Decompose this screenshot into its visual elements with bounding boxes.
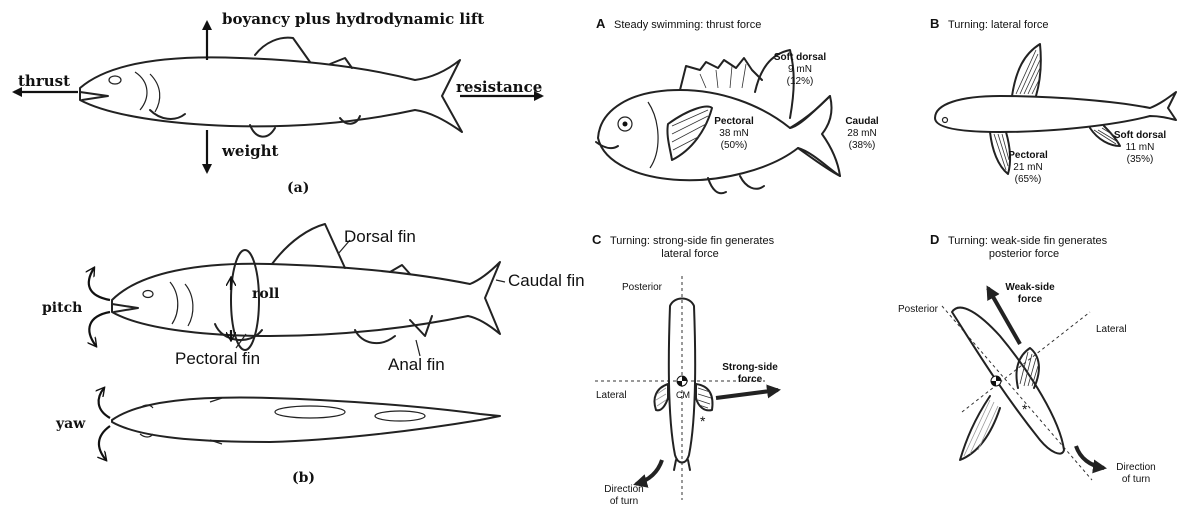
panel-C: C Turning: strong-side fin generates lat… <box>592 232 778 506</box>
panel-C-title-1: Turning: strong-side fin generates <box>610 235 775 247</box>
weight-label: weight <box>221 142 279 160</box>
panel-A-letter: A <box>596 16 606 31</box>
thrust-label: thrust <box>18 72 70 90</box>
panel-C-letter: C <box>592 232 602 247</box>
strong-side-arrow <box>716 390 778 398</box>
caudal-fin-label: Caudal fin <box>508 271 585 290</box>
lateral-label-C: Lateral <box>596 390 627 401</box>
turn-arrow-D <box>1076 446 1104 468</box>
anal-fin-label: Anal fin <box>388 355 445 374</box>
strong-side-label-1: Strong-side <box>722 362 778 373</box>
panel-b-caption: (b) <box>292 470 315 486</box>
weak-side-label-1: Weak-side <box>1005 282 1055 293</box>
weak-side-label-2: force <box>1018 294 1043 305</box>
pectoral-pct-A: (50%) <box>721 140 748 151</box>
pectoral-label-A: Pectoral <box>714 116 754 127</box>
resistance-label: resistance <box>456 78 542 96</box>
pectoral-value-A: 38 mN <box>719 128 748 139</box>
soft-dorsal-value-A: 9 mN <box>788 64 812 75</box>
direction-label-C-2: of turn <box>610 496 638 506</box>
direction-label-D-2: of turn <box>1122 474 1150 485</box>
soft-dorsal-value-B: 11 mN <box>1126 142 1155 153</box>
panel-a-fish <box>80 38 462 137</box>
panel-D-title-2: posterior force <box>989 248 1059 260</box>
posterior-label-C: Posterior <box>622 282 663 293</box>
soft-dorsal-label-B: Soft dorsal <box>1114 130 1166 141</box>
yaw-arrow-up <box>99 388 110 418</box>
direction-label-C-1: Direction <box>604 484 643 495</box>
soft-dorsal-pct-B: (35%) <box>1127 154 1154 165</box>
turn-arrow-C <box>636 460 662 484</box>
panel-D: D Turning: weak-side fin generates poste… <box>898 232 1156 485</box>
panel-A: A Steady swimming: thrust force Soft dor… <box>596 16 879 193</box>
pitch-label: pitch <box>42 300 82 316</box>
posterior-label-D: Posterior <box>898 304 939 315</box>
pectoral-value-B: 21 mN <box>1013 162 1042 173</box>
pectoral-pct-B: (65%) <box>1015 174 1042 185</box>
panel-b-fish-top <box>112 398 500 444</box>
soft-dorsal-label-A: Soft dorsal <box>774 52 826 63</box>
cm-label: CM <box>676 390 690 400</box>
pitch-arrow-down <box>89 312 110 346</box>
panel-A-title: Steady swimming: thrust force <box>614 19 761 31</box>
yaw-label: yaw <box>55 416 86 432</box>
panel-C-title-2: lateral force <box>661 248 718 260</box>
lift-label: boyancy plus hydrodynamic lift <box>222 10 484 28</box>
caudal-pct-A: (38%) <box>849 140 876 151</box>
weak-side-arrow <box>988 288 1020 344</box>
panel-D-title-1: Turning: weak-side fin generates <box>948 235 1108 247</box>
panel-B-letter: B <box>930 16 939 31</box>
caudal-value-A: 28 mN <box>847 128 876 139</box>
panel-b: Dorsal fin Caudal fin roll pitch Pectora… <box>42 224 585 486</box>
panel-B-title: Turning: lateral force <box>948 19 1048 31</box>
dorsal-fin-label: Dorsal fin <box>344 227 416 246</box>
yaw-arrow-down <box>99 426 110 460</box>
caudal-label-A: Caudal <box>845 116 879 127</box>
star-C: * <box>700 413 706 429</box>
panel-a-caption: (a) <box>287 180 309 196</box>
lateral-label-D: Lateral <box>1096 324 1127 335</box>
star-D: * <box>1022 401 1028 417</box>
pectoral-label-B: Pectoral <box>1008 150 1048 161</box>
panel-B: B Turning: lateral force Pectoral 21 mN … <box>930 16 1176 185</box>
direction-label-D-1: Direction <box>1116 462 1155 473</box>
roll-label: roll <box>252 286 279 302</box>
pitch-arrow-up <box>89 268 110 300</box>
panel-D-letter: D <box>930 232 939 247</box>
strong-side-label-2: force <box>738 374 763 385</box>
panel-a: boyancy plus hydrodynamic lift thrust re… <box>14 10 542 196</box>
soft-dorsal-pct-A: (12%) <box>787 76 814 87</box>
panel-b-fish-side <box>112 224 500 350</box>
pectoral-fin-label: Pectoral fin <box>175 349 260 368</box>
